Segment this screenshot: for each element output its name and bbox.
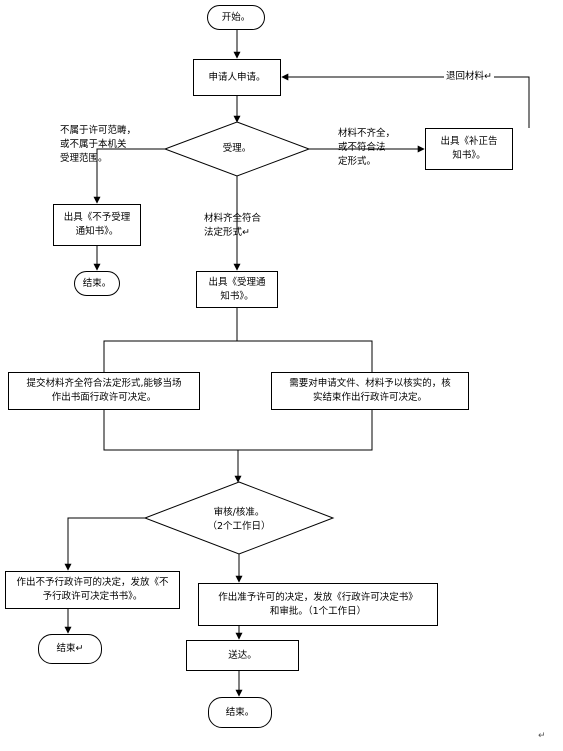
reject-notice-label: 出具《不予受理 通知书》。 — [63, 212, 131, 237]
deliver-node: 送达。 — [186, 640, 299, 671]
accept-notice-node: 出具《受理通 知书》。 — [196, 271, 278, 308]
deny-decision-node: 作出不予行政许可的决定，发放《不 予行政许可决定书书》。 — [5, 571, 180, 609]
complete-label: 材料齐全符合 法定形式↵ — [204, 213, 262, 238]
accept-label: 受理。 — [222, 143, 252, 154]
line-split — [103, 340, 373, 372]
grant-decision-node: 作出准予许可的决定，发放《行政许可决定书》 和审批。（1个工作日） — [198, 583, 438, 626]
deny-decision-label: 作出不予行政许可的决定，发放《不 予行政许可决定书书》。 — [16, 577, 169, 602]
arrow-review-to-deny — [64, 517, 145, 571]
arrow-accept-to-reject — [93, 148, 165, 204]
return-materials-label: 退回材料↵ — [444, 70, 494, 84]
deliver-label: 送达。 — [228, 649, 257, 661]
end2-node: 结束↵ — [38, 634, 102, 664]
start-label: 开始。 — [221, 11, 251, 23]
grant-decision-label: 作出准予许可的决定，发放《行政许可决定书》 和审批。（1个工作日） — [218, 591, 418, 617]
paragraph-mark: ↵ — [538, 731, 546, 741]
applicant-node: 申请人申请。 — [193, 59, 281, 96]
incomplete-label: 材料不齐全， 或不符合法 定形式。 — [338, 128, 396, 167]
end1-label: 结束。 — [82, 277, 112, 289]
end3-label: 结束。 — [225, 706, 255, 718]
accept-notice-label: 出具《受理通 知书》。 — [208, 276, 266, 302]
on-site-decision-node: 提交材料齐全符合法定形式,能够当场 作出书面行政许可决定。 — [8, 372, 200, 410]
end2-label: 结束↵ — [56, 643, 84, 654]
line-merge — [103, 410, 373, 451]
applicant-label: 申请人申请。 — [208, 71, 266, 83]
correction-notice-node: 出具《补正告 知书》。 — [425, 128, 513, 170]
accept-diamond — [163, 121, 311, 177]
verify-decision-node: 需要对申请文件、材料予以核实的，核 实结束作出行政许可决定。 — [271, 372, 469, 410]
reject-notice-node: 出具《不予受理 通知书》。 — [53, 204, 141, 246]
arrow-return-materials — [281, 73, 530, 128]
start-node: 开始。 — [207, 5, 265, 30]
on-site-decision-label: 提交材料齐全符合法定形式,能够当场 作出书面行政许可决定。 — [26, 378, 182, 403]
verify-decision-label: 需要对申请文件、材料予以核实的，核 实结束作出行政许可决定。 — [289, 378, 451, 403]
review-label: 审核/核准。 （2个工作日） — [207, 507, 271, 532]
correction-notice-label: 出具《补正告 知书》。 — [440, 136, 498, 161]
out-of-scope-label: 不属于许可范畴， 或不属于本机关 受理范围。 — [60, 125, 137, 164]
end3-node: 结束。 — [208, 697, 272, 728]
end1-node: 结束。 — [74, 271, 120, 296]
